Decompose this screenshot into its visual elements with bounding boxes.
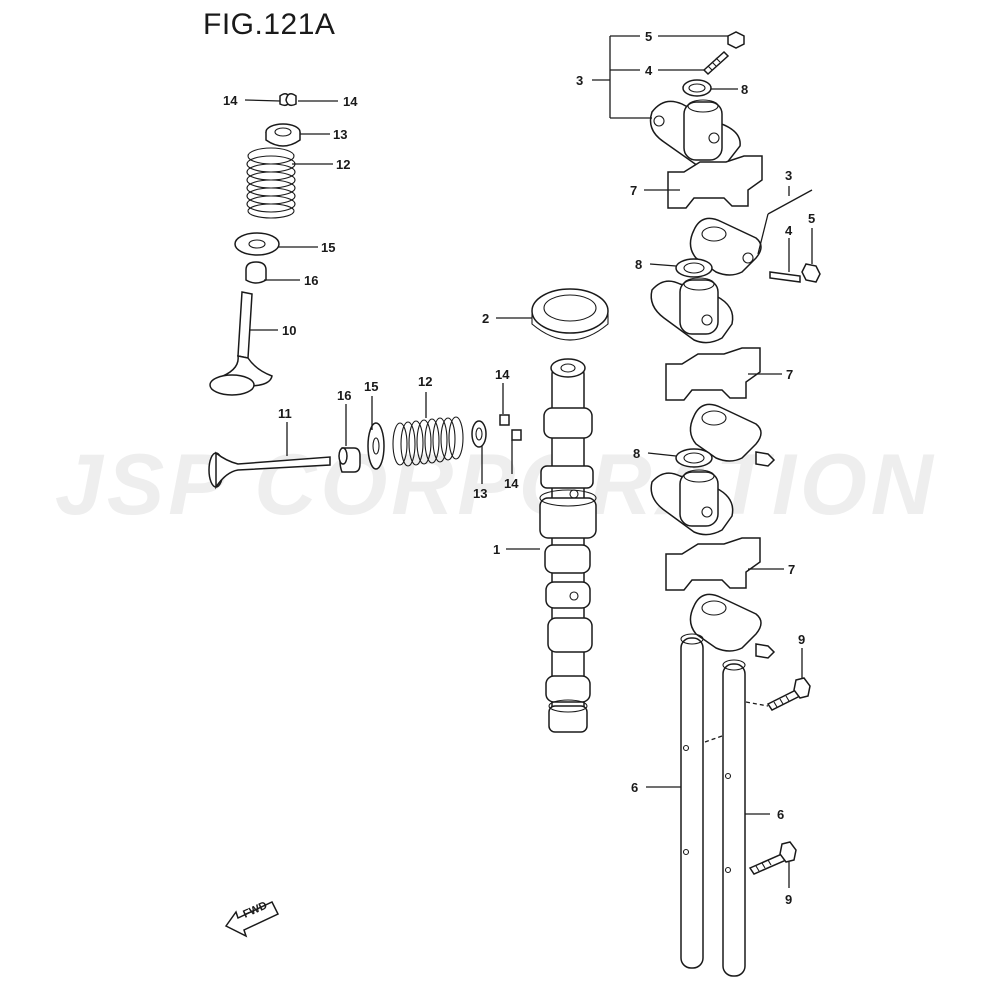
callout-12: 12 (336, 157, 350, 172)
adjust-screw-2 (769, 263, 821, 283)
rocker-arm-3 (650, 277, 734, 344)
callout-5: 5 (645, 29, 652, 44)
rocker-shaft-2 (722, 659, 746, 977)
callout-7: 7 (786, 367, 793, 382)
callout-16: 16 (337, 388, 351, 403)
callout-14: 14 (223, 93, 238, 108)
callout-8: 8 (635, 257, 642, 272)
valve-spring (246, 147, 296, 219)
callout-5: 5 (808, 211, 815, 226)
valve-spring-horizontal (392, 416, 464, 467)
callout-14: 14 (343, 94, 358, 109)
callout-9: 9 (785, 892, 792, 907)
rocker-arm-2 (689, 217, 762, 276)
callout-7: 7 (788, 562, 795, 577)
callout-12: 12 (418, 374, 432, 389)
rocker-shaft-1 (680, 633, 704, 969)
callout-9: 9 (798, 632, 805, 647)
bolt-lower (748, 841, 797, 875)
rocker-washer-1 (682, 79, 712, 97)
callout-numbers: 14 14 13 12 15 16 10 11 16 15 12 14 13 1… (223, 29, 815, 907)
callout-1: 1 (493, 542, 500, 557)
callout-6: 6 (631, 780, 638, 795)
rocker-shaft-bracket-3 (665, 537, 761, 591)
camshaft (539, 358, 597, 733)
callout-2: 2 (482, 311, 489, 326)
leader-lines (244, 35, 813, 888)
rocker-arm-1 (649, 99, 741, 170)
callout-16: 16 (304, 273, 318, 288)
callout-11: 11 (278, 406, 292, 421)
rocker-arm-6 (689, 593, 776, 659)
callout-3: 3 (785, 168, 792, 183)
rocker-arm-5 (650, 469, 734, 536)
callout-4: 4 (785, 223, 793, 238)
rocker-washer-2 (675, 258, 713, 278)
bolt-upper (766, 677, 811, 711)
callout-8: 8 (741, 82, 748, 97)
callout-3: 3 (576, 73, 583, 88)
callout-10: 10 (282, 323, 296, 338)
figure-title: FIG.121A (203, 8, 336, 41)
rocker-shaft-bracket-2 (665, 347, 761, 401)
fwd-arrow: FWD (224, 900, 280, 938)
callout-14: 14 (504, 476, 519, 491)
oil-seal (531, 288, 609, 341)
rocker-washer-3 (675, 448, 713, 468)
callout-14: 14 (495, 367, 510, 382)
valve-assembly-lower (208, 414, 522, 490)
callout-6: 6 (777, 807, 784, 822)
adjust-screw-1 (702, 31, 745, 76)
callout-13: 13 (473, 486, 487, 501)
callout-7: 7 (630, 183, 637, 198)
watermark: JSP CORPORATION (55, 437, 937, 533)
callout-8: 8 (633, 446, 640, 461)
rocker-arm-4 (689, 403, 776, 467)
callout-15: 15 (364, 379, 378, 394)
callout-13: 13 (333, 127, 347, 142)
rocker-shaft-bracket-1 (667, 155, 763, 209)
valve-assembly-upper (209, 93, 301, 396)
callout-15: 15 (321, 240, 335, 255)
callout-4: 4 (645, 63, 653, 78)
